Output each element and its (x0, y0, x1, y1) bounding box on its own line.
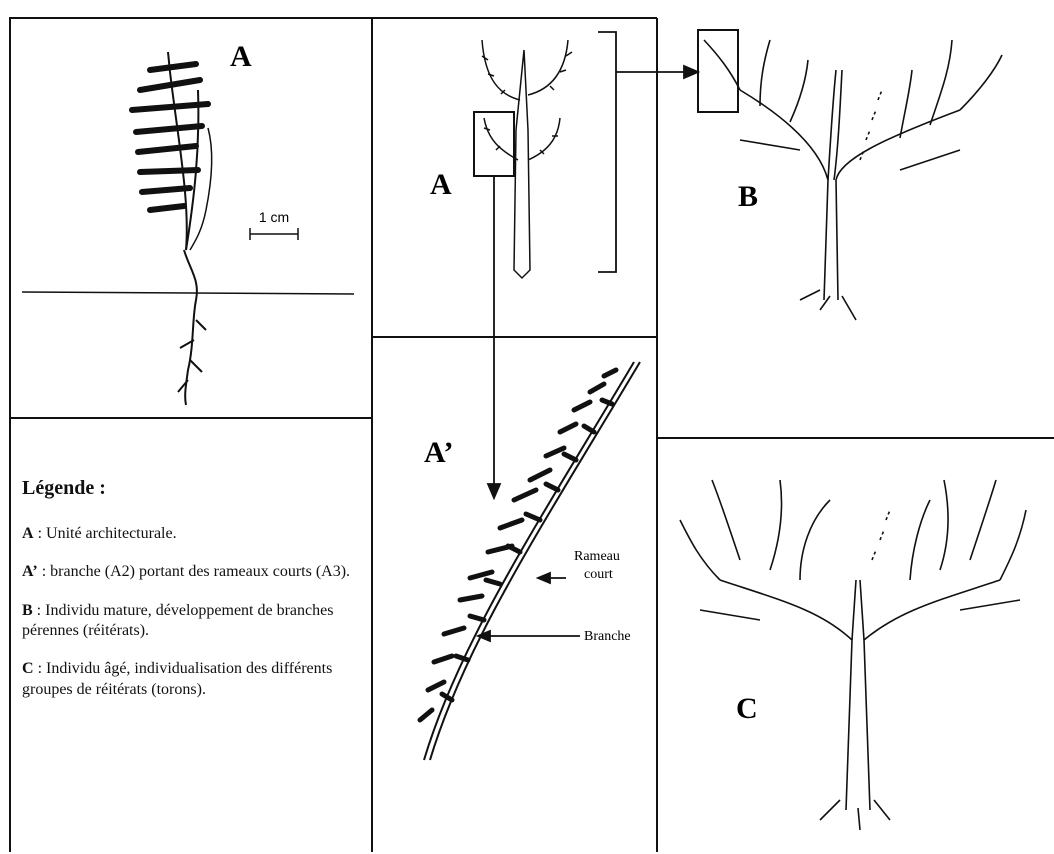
panel-letter-a-seedling: A (230, 40, 252, 73)
old-tree-drawing (680, 480, 1026, 830)
legend-key: C (22, 660, 34, 677)
seedling-drawing (22, 52, 354, 405)
legend-text: : Individu mature, développement de bran… (22, 602, 333, 639)
legend-key: A’ (22, 563, 38, 580)
scale-bar (250, 228, 298, 240)
scale-bar-label: 1 cm (259, 209, 289, 225)
legend-title: Légende : (22, 476, 362, 502)
panel-letter-b: B (738, 180, 758, 213)
label-court: court (584, 567, 613, 582)
legend-item-a: A : Unité architecturale. (22, 524, 362, 544)
label-rameau: Rameau (574, 549, 620, 564)
panel-letter-c: C (736, 692, 758, 725)
panel-grid (10, 18, 1054, 852)
legend-text: : Unité architecturale. (34, 525, 177, 542)
legend-item-c: C : Individu âgé, individualisation des … (22, 659, 362, 700)
legend-item-a-prime: A’ : branche (A2) portant des rameaux co… (22, 562, 362, 582)
legend-key: A (22, 525, 34, 542)
panel-letter-a-unit: A (430, 168, 452, 201)
panel-letter-a-prime: A’ (424, 436, 453, 469)
ground-line (22, 292, 354, 294)
legend-item-b: B : Individu mature, développement de br… (22, 601, 362, 642)
label-branche: Branche (584, 629, 631, 644)
bracket (598, 32, 616, 272)
legend-text: : branche (A2) portant des rameaux court… (38, 563, 350, 580)
legend: Légende : A : Unité architecturale. A’ :… (22, 476, 362, 718)
zoom-box-b (698, 30, 738, 112)
zoom-box-a (474, 112, 514, 176)
legend-text: : Individu âgé, individualisation des di… (22, 660, 332, 697)
architectural-unit-drawing (482, 40, 572, 278)
legend-key: B (22, 602, 33, 619)
